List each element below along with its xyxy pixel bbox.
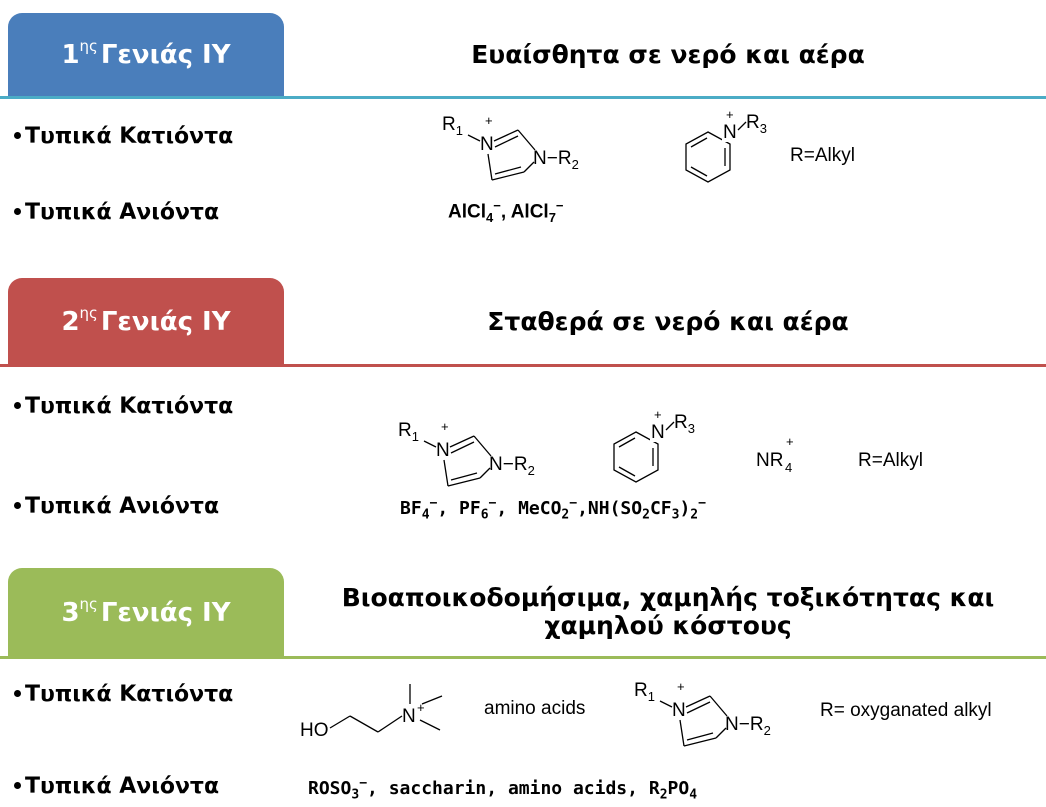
plus-charge: +: [677, 679, 685, 694]
r1-label: R1: [634, 680, 655, 704]
plus-charge: +: [726, 107, 734, 122]
imidazolium-structure: R1 + N N−R2: [634, 679, 771, 747]
plus-charge: +: [654, 407, 662, 422]
plus-charge: +: [441, 419, 449, 434]
generation-1-rule: [0, 96, 1046, 99]
n1-label: N: [480, 134, 494, 155]
title-line-2: χαμηλού κόστους: [544, 611, 792, 640]
generation-3-title: Βιοαποικοδομήσιμα, χαμηλής τοξικότητας κ…: [290, 584, 1046, 640]
bullet-dot: [14, 207, 21, 215]
tab-label: Γενιάς ΙΥ: [100, 307, 231, 337]
bullet-dot: [14, 501, 21, 509]
amino-acids-label: amino acids: [484, 698, 586, 719]
bullet-dot: [14, 131, 21, 139]
anions-bullet: Τυπικά Ανιόντα: [14, 200, 219, 225]
n2-label: N−R2: [725, 714, 771, 738]
r1-label: R1: [442, 114, 463, 138]
r-alkyl-label: R=Alkyl: [858, 450, 923, 471]
pyridinium-structure: N + R3: [613, 407, 695, 483]
tab-ordinal: ης: [79, 595, 98, 613]
tab-number: 1: [61, 40, 80, 70]
n1-label: N: [436, 440, 450, 461]
tab-label: Γενιάς ΙΥ: [100, 40, 231, 70]
anions-formula: BF4−, PF6−, MeCO2−,NH(SO2CF3)2−: [400, 496, 706, 523]
anions-label: Τυπικά Ανιόντα: [25, 200, 220, 225]
tab-ordinal: ης: [79, 304, 98, 322]
imidazolium-structure: R1 + N N−R2: [398, 419, 535, 487]
generation-2-rule: [0, 364, 1046, 367]
anions-label: Τυπικά Ανιόντα: [25, 494, 220, 519]
svg-text:+: +: [786, 434, 794, 449]
cations-label: Τυπικά Κατιόντα: [25, 394, 234, 419]
bullet-dot: [14, 781, 21, 789]
r3-label: R3: [746, 112, 767, 136]
ho-label: HO: [300, 720, 329, 741]
svg-text:4: 4: [785, 460, 792, 475]
generation-3-rule: [0, 656, 1046, 659]
imidazolium-structure: R1 + N N−R2: [442, 113, 579, 181]
svg-text:NR: NR: [756, 450, 783, 471]
tab-ordinal: ης: [79, 37, 98, 55]
anions-bullet: Τυπικά Ανιόντα: [14, 494, 219, 519]
bullet-dot: [14, 401, 21, 409]
anions-formula: ROSO3−, saccharin, amino acids, R2PO4: [308, 776, 698, 803]
anions-label: Τυπικά Ανιόντα: [25, 774, 220, 799]
n2-label: N−R2: [533, 148, 579, 172]
n1-label: N: [672, 700, 686, 721]
anions-bullet: Τυπικά Ανιόντα: [14, 774, 219, 799]
cations-bullet: Τυπικά Κατιόντα: [14, 394, 233, 419]
cations-label: Τυπικά Κατιόντα: [25, 682, 234, 707]
tab-number: 2: [61, 307, 80, 337]
r-alkyl-label: R=Alkyl: [790, 145, 855, 166]
tab-label: Γενιάς ΙΥ: [100, 598, 231, 628]
bullet-dot: [14, 689, 21, 697]
cations-bullet: Τυπικά Κατιόντα: [14, 124, 233, 149]
plus-charge: +: [417, 700, 425, 715]
r-oxyganated-label: R= oxyganated alkyl: [820, 700, 992, 721]
r3-label: R3: [674, 412, 695, 436]
plus-charge: +: [485, 113, 493, 128]
choline-structure: HO N +: [300, 684, 443, 741]
n-label: N: [723, 122, 737, 143]
n-label: N: [651, 422, 665, 443]
n2-label: N−R2: [489, 454, 535, 478]
title-line-1: Βιοαποικοδομήσιμα, χαμηλής τοξικότητας κ…: [341, 583, 995, 612]
cations-label: Τυπικά Κατιόντα: [25, 124, 234, 149]
pyridinium-structure: N + R3: [685, 107, 767, 183]
anions-formula: AlCl4−, AlCl7−: [448, 198, 564, 226]
n-label: N: [402, 706, 416, 727]
cations-bullet: Τυπικά Κατιόντα: [14, 682, 233, 707]
generation-2-title: Σταθερά σε νερό και αέρα: [487, 307, 849, 336]
generation-1-title: Ευαίσθητα σε νερό και αέρα: [471, 40, 865, 69]
r1-label: R1: [398, 420, 419, 444]
tab-number: 3: [61, 598, 80, 628]
ammonium-formula: NR + 4: [756, 434, 794, 475]
